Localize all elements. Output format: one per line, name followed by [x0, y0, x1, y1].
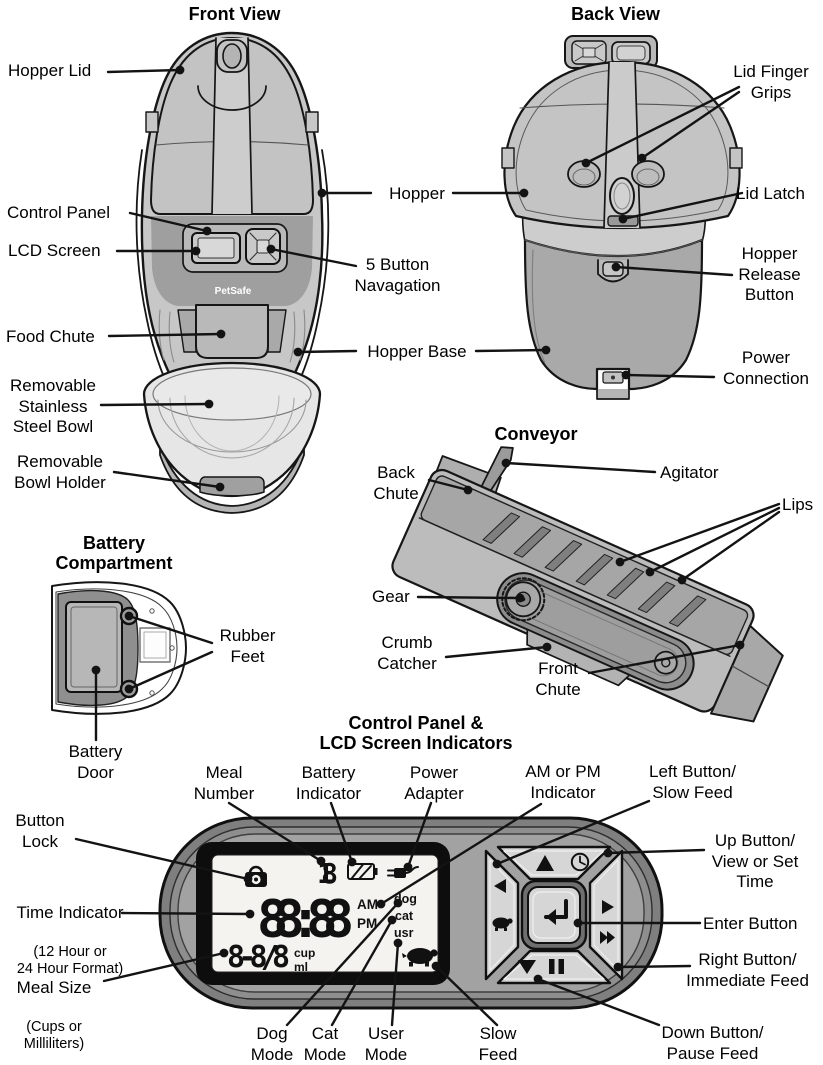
lcd-meal-size: 8-8/8: [227, 940, 290, 975]
turtle-icon: [492, 917, 513, 931]
label-left-button: Left Button/ Slow Feed: [649, 762, 736, 802]
label-removable-bowl: Removable Stainless Steel Bowl: [10, 376, 96, 436]
pause-icon: [549, 959, 564, 974]
callout-lines: [74, 65, 781, 1027]
label-am-pm-indicator: AM or PM Indicator: [525, 762, 601, 802]
lcd-usr: usr: [394, 926, 414, 940]
label-enter-button: Enter Button: [703, 914, 798, 933]
down-arrow-icon: [518, 960, 536, 974]
battery-compartment-illustration: [51, 581, 187, 715]
label-removable-bowl-holder: Removable Bowl Holder: [14, 452, 106, 492]
label-hopper-base: Hopper Base: [367, 342, 467, 361]
bowl-holder-shape: [159, 444, 305, 514]
label-meal-number: Meal Number: [193, 763, 255, 803]
lcd-time: 88:88: [257, 890, 354, 950]
power-plug-icon: [387, 866, 419, 878]
enter-arrow-icon: [544, 899, 568, 925]
back-view-title: Back View: [571, 4, 660, 24]
lcd-pm: PM: [357, 916, 377, 931]
label-down-button: Down Button/ Pause Feed: [661, 1023, 764, 1063]
petsafe-logo: PetSafe: [215, 286, 252, 297]
agitator-shape: [480, 446, 514, 492]
battery-icon: [347, 863, 378, 880]
label-meal-size: Meal Size (Cups or Milliliters): [0, 957, 108, 1065]
battery-door-shape: [65, 601, 123, 693]
up-arrow-icon: [536, 855, 554, 871]
label-back-chute: Back Chute: [373, 463, 419, 503]
back-view-illustration: [501, 35, 743, 400]
label-meal-size-sub: (Cups or Milliliters): [23, 1018, 85, 1053]
label-power-adapter: Power Adapter: [404, 763, 464, 803]
clock-icon: [570, 852, 590, 872]
label-battery-indicator: Battery Indicator: [295, 763, 362, 803]
control-panel-illustration: 18 88:88 AM PM dog cat usr 8-8/8 cup ml: [158, 816, 664, 1010]
label-crumb-catcher: Crumb Catcher: [377, 633, 437, 673]
label-lid-latch: Lid Latch: [736, 184, 805, 203]
food-chute-shape: [195, 304, 269, 359]
label-power-connection: Power Connection: [722, 348, 809, 388]
label-five-button-nav: 5 Button Navagation: [354, 255, 441, 295]
lcd-meal-number: 18: [317, 857, 338, 890]
fast-forward-icon: [600, 931, 615, 944]
label-hopper-lid: Hopper Lid: [8, 61, 92, 80]
label-right-button: Right Button/ Immediate Feed: [686, 950, 809, 990]
label-control-panel: Control Panel: [7, 203, 111, 222]
left-button: [484, 849, 520, 981]
label-user-mode: User Mode: [364, 1024, 408, 1064]
right-button: [588, 849, 624, 981]
turtle-icon: [402, 948, 438, 967]
lcd-cup: cup: [294, 946, 315, 960]
label-lid-finger-grips: Lid Finger Grips: [733, 62, 809, 102]
label-battery-door: Battery Door: [68, 742, 123, 782]
label-lips: Lips: [782, 495, 814, 514]
hopper-release-button-shape: [597, 259, 629, 283]
label-time-indicator: Time Indicator (12 Hour or 24 Hour Forma…: [0, 882, 140, 999]
battery-compartment-title: Battery Compartment: [55, 533, 173, 573]
lcd-am: AM: [357, 897, 378, 912]
label-button-lock: Button Lock: [15, 811, 65, 851]
lock-icon: [245, 865, 267, 887]
label-up-button: Up Button/ View or Set Time: [711, 831, 799, 891]
right-arrow-icon: [602, 900, 614, 914]
label-hopper: Hopper: [389, 184, 445, 203]
label-front-chute: Front Chute: [535, 659, 581, 699]
conveyor-lips: [482, 512, 707, 627]
label-dog-mode: Dog Mode: [250, 1024, 294, 1064]
conveyor-title: Conveyor: [494, 424, 578, 444]
label-cat-mode: Cat Mode: [303, 1024, 347, 1064]
power-connection-shape: [596, 371, 630, 400]
front-view-illustration: PetSafe: [135, 31, 330, 514]
lcd-cat: cat: [395, 909, 414, 923]
label-meal-size-main: Meal Size: [16, 977, 92, 997]
label-time-indicator-main: Time Indicator: [16, 902, 124, 922]
left-arrow-icon: [494, 879, 506, 893]
front-view-title: Front View: [188, 4, 281, 24]
label-hopper-release-button: Hopper Release Button: [738, 244, 801, 304]
control-panel-title: Control Panel & LCD Screen Indicators: [319, 713, 513, 753]
label-agitator: Agitator: [660, 463, 719, 482]
lid-finger-grip-right: [631, 160, 665, 188]
label-rubber-feet: Rubber Feet: [219, 626, 276, 666]
label-slow-feed: Slow Feed: [478, 1024, 518, 1064]
label-lcd-screen: LCD Screen: [8, 241, 101, 260]
conveyor-illustration: [391, 446, 784, 723]
nav-button-cluster: [484, 845, 624, 985]
front-nav-buttons: [245, 228, 281, 265]
label-gear: Gear: [372, 587, 410, 606]
label-food-chute: Food Chute: [6, 327, 95, 346]
label-time-indicator-sub: (12 Hour or 24 Hour Format): [16, 943, 124, 978]
bowl-shape: [142, 361, 322, 498]
lcd-ml: ml: [294, 960, 308, 974]
